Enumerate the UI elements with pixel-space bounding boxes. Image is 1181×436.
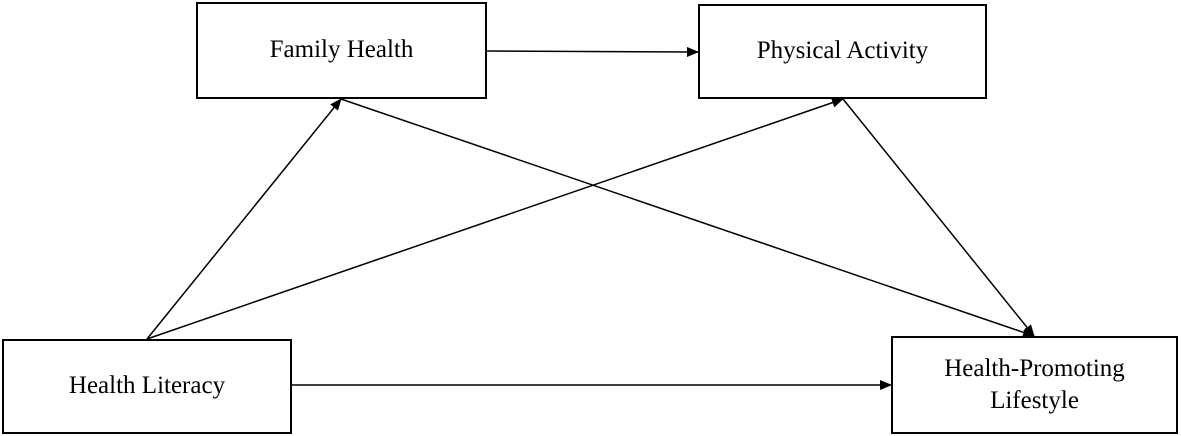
arrow-family-health-to-lifestyle (340, 98, 1035, 338)
health-literacy-label: Health Literacy (68, 372, 226, 400)
physical-activity-node: Physical Activity (698, 4, 987, 99)
arrow-health-literacy-to-physical-activity (146, 97, 844, 340)
arrow-health-literacy-to-family-health (146, 98, 342, 340)
family-health-label: Family Health (269, 36, 414, 64)
arrow-family-health-to-physical-activity (486, 46, 699, 57)
lifestyle-label-line2: Lifestyle (990, 387, 1079, 414)
arrow-physical-activity-to-lifestyle (842, 98, 1035, 337)
lifestyle-label-line1: Health-Promoting (944, 354, 1125, 382)
physical-activity-label: Physical Activity (756, 37, 929, 65)
family-health-node: Family Health (196, 2, 487, 99)
health-literacy-node: Health Literacy (2, 339, 292, 434)
health-promoting-lifestyle-node: Health-Promoting Lifestyle (891, 336, 1178, 434)
